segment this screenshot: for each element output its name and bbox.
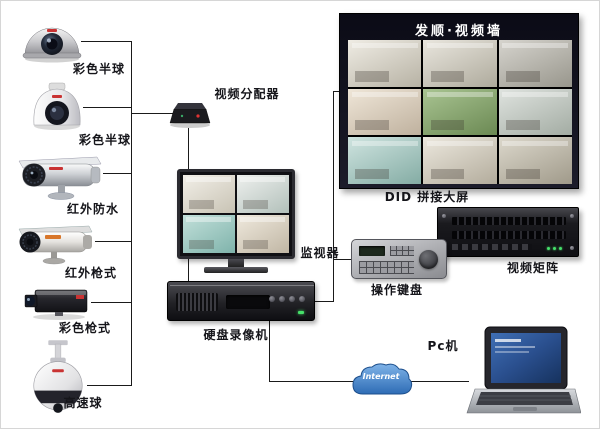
screw-icon — [570, 246, 574, 250]
connector-line — [103, 173, 131, 174]
camera-label: 红外枪式 — [64, 266, 117, 280]
camera-label: 彩色半球 — [78, 133, 131, 147]
control-keyboard-image — [351, 239, 447, 279]
connector-line — [409, 381, 469, 382]
matrix-leds — [547, 247, 562, 250]
video-wall-label: DID 拼接大屏 — [384, 190, 470, 204]
internet-cloud-icon — [347, 359, 415, 401]
monitor-base — [204, 267, 268, 273]
monitor-cell — [237, 215, 289, 253]
connector-line — [269, 381, 353, 382]
matrix-label: 视频矩阵 — [506, 261, 559, 275]
matrix-ports — [452, 244, 532, 250]
keyboard-keys — [359, 261, 414, 274]
dome-camera-1-image — [21, 17, 83, 63]
keyboard-keys — [390, 246, 414, 256]
wall-cell — [348, 40, 422, 87]
camera-label: 彩色枪式 — [58, 321, 111, 335]
camera-bus-line — [131, 41, 132, 386]
monitor-label: 监视器 — [300, 246, 340, 260]
monitor-cell — [237, 175, 289, 213]
connector-line — [81, 41, 131, 42]
ptz-dome-camera-image — [27, 339, 89, 417]
dvr-image — [167, 281, 315, 321]
video-wall-title: 发顺·视频墙 — [415, 24, 503, 39]
internet-label: Internet — [362, 372, 400, 381]
connector-line — [333, 91, 334, 302]
monitor-cell — [183, 215, 235, 253]
connector-line — [334, 91, 340, 92]
wall-cell — [348, 88, 422, 136]
pc-label: Pc机 — [427, 339, 459, 353]
distributor-label: 视频分配器 — [214, 87, 280, 101]
monitor-cell — [183, 175, 235, 213]
camera-label: 彩色半球 — [72, 62, 125, 76]
matrix-vent — [452, 217, 566, 225]
connector-line — [131, 113, 173, 114]
video-wall-grid — [348, 40, 572, 184]
dvr-buttons — [269, 296, 305, 302]
keyboard-label: 操作键盘 — [370, 283, 423, 297]
dvr-trim — [170, 285, 314, 286]
monitor-stand — [228, 259, 244, 267]
screw-icon — [442, 214, 446, 218]
connector-line — [83, 107, 131, 108]
connector-line — [87, 385, 131, 386]
connector-line — [269, 321, 270, 382]
wall-cell — [498, 137, 572, 184]
connector-line — [91, 302, 131, 303]
bullet-camera-ir-waterproof-image — [13, 151, 105, 201]
connector-line — [334, 259, 351, 260]
wall-cell — [423, 88, 497, 136]
connector-line — [95, 241, 131, 242]
dome-camera-2-image — [29, 81, 85, 131]
wall-cell — [498, 40, 572, 87]
laptop-image — [465, 325, 581, 419]
keyboard-joystick — [419, 250, 438, 269]
dvr-power-led — [298, 311, 304, 314]
dvr-display — [226, 295, 270, 309]
matrix-vent — [452, 231, 566, 239]
camera-label: 高速球 — [63, 396, 103, 410]
video-distributor-image — [168, 99, 212, 129]
dvr-vent — [176, 293, 218, 311]
keyboard-lcd — [359, 246, 385, 256]
bullet-camera-ir-image — [11, 221, 99, 265]
screw-icon — [570, 214, 574, 218]
box-camera-image — [21, 285, 93, 321]
camera-label: 红外防水 — [66, 202, 119, 216]
monitor-screen — [177, 169, 295, 259]
wall-cell — [498, 88, 572, 136]
connector-line — [315, 301, 334, 302]
wall-cell — [423, 137, 497, 184]
dvr-label: 硬盘录像机 — [203, 328, 269, 342]
monitor-image — [177, 169, 295, 273]
video-wall-image: 发顺·视频墙 — [339, 13, 579, 189]
wall-cell — [423, 40, 497, 87]
video-matrix-image — [437, 207, 579, 257]
wall-cell — [348, 137, 422, 184]
